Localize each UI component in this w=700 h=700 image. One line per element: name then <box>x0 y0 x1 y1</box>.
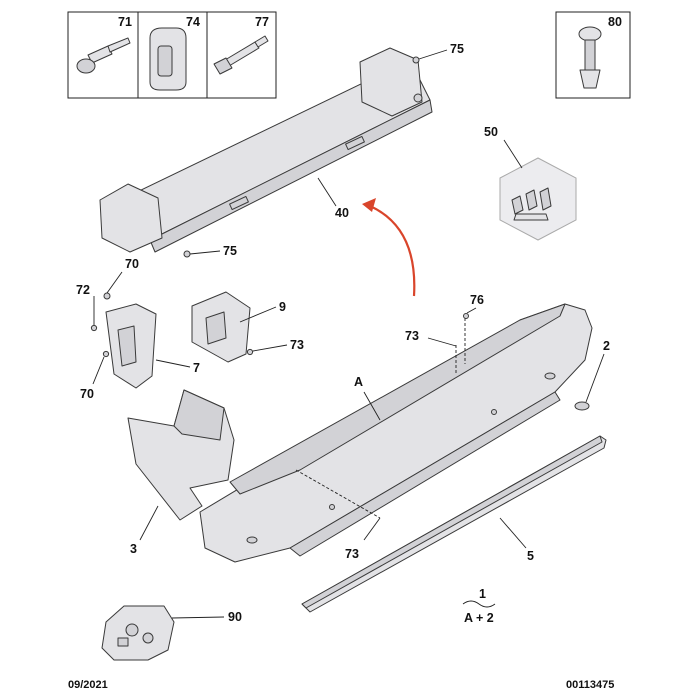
callout-A: A <box>354 375 363 389</box>
callout-72: 72 <box>76 283 90 297</box>
plug-2-icon <box>574 401 590 411</box>
bracket-9 <box>191 291 251 363</box>
screw-70-bottom-icon <box>102 350 110 358</box>
screw-71-icon <box>76 37 131 74</box>
callout-77: 77 <box>255 15 269 29</box>
corner-panel-3 <box>127 389 235 521</box>
callout-73-left: 73 <box>290 338 304 352</box>
callout-73-upper: 73 <box>405 329 419 343</box>
kit-90-box <box>101 605 175 661</box>
callout-9: 9 <box>279 300 286 314</box>
screw-73-left-icon <box>246 348 254 356</box>
callout-73-lower: 73 <box>345 547 359 561</box>
footer-date: 09/2021 <box>68 679 108 691</box>
bumper-reinforcement-beam <box>99 47 433 253</box>
bumper-cover-A <box>199 303 593 563</box>
screw-75-top-icon <box>412 56 420 64</box>
screw-72-icon <box>90 324 98 332</box>
trim-strip-5 <box>301 435 607 613</box>
fastener-box-group: 71 74 77 <box>67 11 277 99</box>
direction-arrow-head <box>362 198 376 212</box>
assembly-number: 1 <box>479 587 486 601</box>
callout-75-top: 75 <box>450 42 464 56</box>
callout-7: 7 <box>193 361 200 375</box>
direction-arrow <box>369 205 416 297</box>
callout-5: 5 <box>527 549 534 563</box>
callout-75-bottom: 75 <box>223 244 237 258</box>
bolt-77-icon <box>213 35 269 75</box>
clip-nut-74-icon <box>149 27 187 91</box>
bracket-7 <box>105 303 157 389</box>
callout-80: 80 <box>608 15 622 29</box>
kit-50-box <box>499 157 577 241</box>
callout-40: 40 <box>335 206 349 220</box>
callout-50: 50 <box>484 125 498 139</box>
callout-2: 2 <box>603 339 610 353</box>
callout-74: 74 <box>186 15 200 29</box>
callout-71: 71 <box>118 15 132 29</box>
screw-70-top-icon <box>103 292 111 300</box>
fastener-box-80: 80 <box>555 11 631 99</box>
callout-76: 76 <box>470 293 484 307</box>
assembly-formula: A + 2 <box>464 611 494 625</box>
callout-70-top: 70 <box>125 257 139 271</box>
callout-3: 3 <box>130 542 137 556</box>
push-rivet-80-icon <box>578 26 602 89</box>
callout-90: 90 <box>228 610 242 624</box>
footer-reference: 00113475 <box>566 679 614 691</box>
callout-70-bottom: 70 <box>80 387 94 401</box>
screw-75-bottom-icon <box>183 250 191 258</box>
assembly-brace <box>462 600 496 608</box>
screw-76-icon <box>463 313 469 319</box>
